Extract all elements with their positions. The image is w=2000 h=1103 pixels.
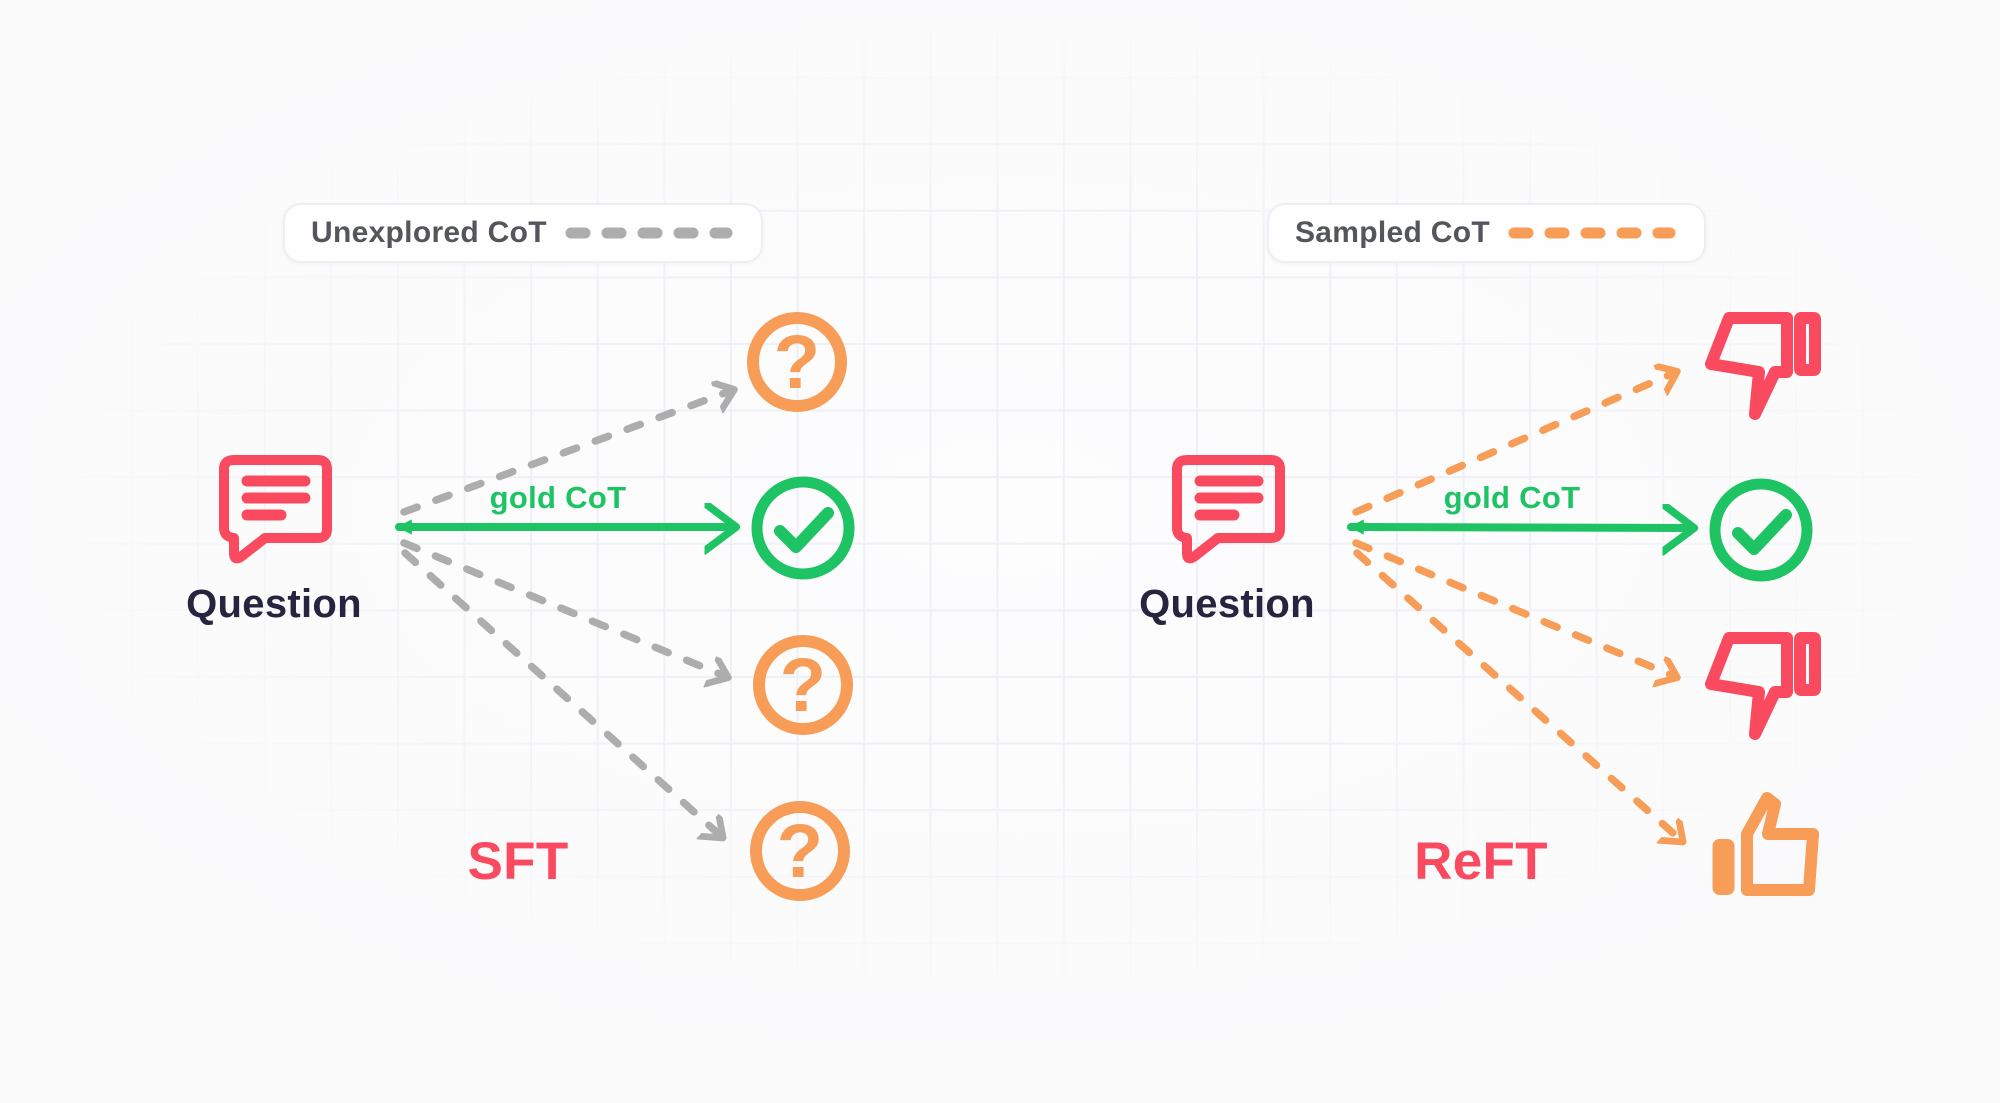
gold-cot-label: gold CoT xyxy=(1444,480,1581,515)
sft-panel: Question gold CoT ? ? ? SFT xyxy=(186,312,855,901)
sampled-cot-arrow xyxy=(1352,539,1676,677)
thumbs-down-icon xyxy=(1705,632,1821,740)
question-mark: ? xyxy=(780,643,827,728)
gray-dashed-line-swatch xyxy=(565,227,733,239)
sft-label: SFT xyxy=(468,832,569,891)
question-bubble-icon xyxy=(1172,455,1285,564)
question-mark: ? xyxy=(777,809,824,894)
unexplored-cot-arrow xyxy=(401,549,722,837)
thumbs-down-icon xyxy=(1705,312,1821,420)
reft-label: ReFT xyxy=(1414,832,1548,891)
sampled-cot-arrow xyxy=(1353,549,1682,841)
legend-label: Sampled CoT xyxy=(1295,216,1490,249)
unexplored-cot-arrow xyxy=(400,390,733,516)
question-circle-icon: ? xyxy=(750,801,850,901)
question-circle-icon: ? xyxy=(753,635,853,735)
check-circle-icon xyxy=(1709,478,1813,582)
reft-panel: Question gold CoT ReFT xyxy=(1139,312,1821,896)
legend-sampled-cot: Sampled CoT xyxy=(1267,203,1706,263)
gold-cot-label: gold CoT xyxy=(490,480,627,515)
check-circle-icon xyxy=(751,476,855,580)
question-bubble-icon xyxy=(219,455,332,564)
thumbs-up-icon xyxy=(1712,792,1819,896)
gold-cot-arrow xyxy=(1347,527,1692,528)
sampled-cot-arrow xyxy=(1352,372,1676,516)
question-mark: ? xyxy=(774,320,821,405)
orange-dashed-line-swatch xyxy=(1508,227,1676,239)
legend-unexplored-cot: Unexplored CoT xyxy=(283,203,763,263)
legend-label: Unexplored CoT xyxy=(311,216,547,249)
question-label: Question xyxy=(186,582,362,626)
question-label: Question xyxy=(1139,582,1315,626)
unexplored-cot-arrow xyxy=(400,539,727,677)
question-circle-icon: ? xyxy=(747,312,847,412)
